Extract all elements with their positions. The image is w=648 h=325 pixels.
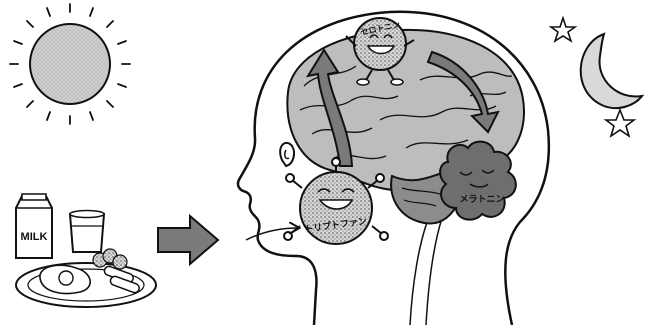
- melatonin-character: メラトニン: [440, 142, 516, 220]
- star-icon: [606, 110, 634, 136]
- milk-carton: MILK: [16, 194, 52, 258]
- flow-arrow-icon: [158, 216, 218, 264]
- melatonin-label: メラトニン: [459, 194, 504, 205]
- sun-icon: [10, 4, 130, 124]
- crescent-moon-icon: [581, 34, 642, 108]
- milk-glass: [70, 211, 104, 253]
- milk-label: MILK: [21, 231, 48, 243]
- star-icon: [551, 18, 575, 41]
